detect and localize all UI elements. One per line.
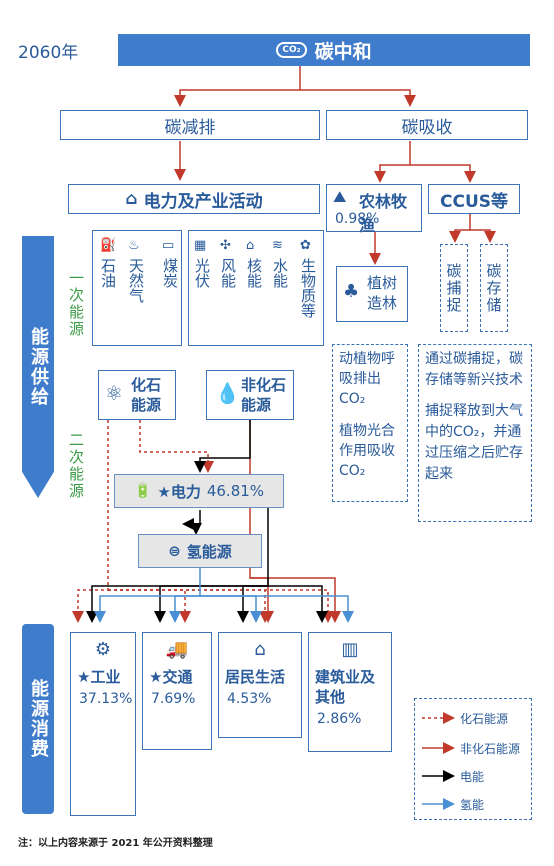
agriculture-desc-box: 动植物呼吸排出CO₂ 植物光合作用吸收CO₂ bbox=[332, 344, 408, 502]
title-text: 碳中和 bbox=[314, 40, 372, 63]
consumer-name: ★交通 bbox=[149, 668, 193, 686]
battery-icon: 🔋 bbox=[133, 483, 152, 499]
consumer-box: 🚚 ★交通 7.69% bbox=[142, 632, 212, 750]
legend-electric: 电能 bbox=[460, 770, 485, 784]
house-icon: ⌂ bbox=[254, 639, 266, 660]
water-icon: ≋ bbox=[272, 238, 283, 253]
power-industry-label: 电力及产业活动 bbox=[143, 191, 263, 212]
consumer-box: ⌂ 居民生活 4.53% bbox=[218, 632, 302, 738]
legend-hydrogen: 氢能 bbox=[460, 798, 485, 812]
atom-icon: ⚛ bbox=[105, 381, 123, 405]
nonfossil-energy-label: 非化石能源 bbox=[241, 376, 287, 414]
electric-pct: 46.81% bbox=[206, 482, 265, 500]
gas-icon: ♨ bbox=[128, 238, 140, 253]
agriculture-title: 农林牧渔 bbox=[359, 192, 408, 235]
agriculture-desc-1: 动植物呼吸排出CO₂ bbox=[339, 351, 395, 407]
coal-icon: ▭ bbox=[162, 238, 175, 253]
fossil-energy-box: ⚛ 化石能源 bbox=[98, 370, 176, 420]
farm-icon: ⛰ bbox=[333, 187, 347, 206]
primary-energy-item: 煤炭 bbox=[161, 258, 179, 288]
agriculture-desc-2: 植物光合作用吸收CO₂ bbox=[339, 423, 395, 479]
electric-box: 🔋 ★电力 46.81% bbox=[114, 474, 284, 508]
truck-icon: 🚚 bbox=[165, 639, 189, 660]
energy-consumption-sidebar: 能源消费 bbox=[22, 624, 54, 814]
ccus-desc-2: 捕捉释放到大气中的CO₂，并通过压缩之后贮存起来 bbox=[425, 403, 523, 482]
electric-label: ★电力 bbox=[157, 482, 201, 501]
consumer-pct: 4.53% bbox=[227, 691, 272, 707]
primary-energy-item: 水能 bbox=[271, 258, 289, 288]
solar-icon: ▦ bbox=[194, 238, 207, 253]
fossil-primary-group bbox=[92, 230, 182, 346]
consumer-box: ⚙ ★工业 37.13% bbox=[70, 632, 136, 816]
fossil-energy-label: 化石能源 bbox=[131, 376, 162, 414]
nuclear-icon: ⌂ bbox=[246, 238, 255, 253]
energy-supply-sidebar: 能源供给 bbox=[22, 236, 54, 498]
hydrogen-label: 氢能源 bbox=[186, 542, 232, 561]
nonfossil-energy-box: 💧 非化石能源 bbox=[206, 370, 294, 420]
water-drop-icon: 💧 bbox=[215, 381, 240, 405]
consumer-name: 居民生活 bbox=[225, 668, 286, 686]
legend-nonfossil: 非化石能源 bbox=[460, 742, 521, 756]
primary-energy-item: 核能 bbox=[245, 258, 263, 288]
consumer-pct: 2.86% bbox=[317, 711, 362, 727]
wind-icon: ✣ bbox=[220, 238, 231, 253]
ccus-desc-box: 通过碳捕捉，碳存储等新兴技术 捕捉释放到大气中的CO₂，并通过压缩之后贮存起来 bbox=[418, 344, 532, 522]
nonfossil-primary-group bbox=[188, 230, 324, 346]
gear-icon: ⚙ bbox=[94, 639, 112, 660]
biomass-icon: ✿ bbox=[300, 238, 311, 253]
building-icon: ▥ bbox=[341, 639, 359, 660]
oil-icon: ⛽ bbox=[100, 238, 117, 253]
consumer-pct: 7.69% bbox=[151, 691, 196, 707]
afforestation-label: 植树造林 bbox=[367, 274, 398, 312]
ccus-desc-1: 通过碳捕捉，碳存储等新兴技术 bbox=[425, 351, 523, 388]
co2-cloud-icon: CO₂ bbox=[276, 42, 307, 58]
legend-box bbox=[414, 698, 532, 820]
primary-energy-item: 光伏 bbox=[193, 258, 211, 288]
consumer-name: 建筑业及其他 bbox=[315, 668, 376, 706]
factory-icon: ⌂ bbox=[125, 189, 138, 209]
carbon-absorption-box: 碳吸收 bbox=[326, 110, 528, 140]
agriculture-pct: 0.98% bbox=[335, 211, 380, 227]
carbon-reduction-box: 碳减排 bbox=[60, 110, 320, 140]
primary-energy-item: 天然气 bbox=[127, 258, 145, 303]
consumer-name: ★工业 bbox=[77, 668, 121, 686]
agriculture-box: ⛰ 农林牧渔 0.98% bbox=[326, 184, 422, 235]
secondary-energy-label: 二次能源 bbox=[67, 432, 85, 500]
consumer-box: ▥ 建筑业及其他 2.86% bbox=[308, 632, 392, 752]
primary-energy-label: 一次能源 bbox=[67, 270, 85, 338]
primary-energy-item: 石油 bbox=[99, 258, 117, 288]
consumer-pct: 37.13% bbox=[79, 691, 133, 707]
source-note: 注：以上内容来源于 2021 年公开资料整理 bbox=[18, 838, 213, 849]
hydrogen-icon: ⊜ bbox=[168, 542, 181, 560]
ccus-box: CCUS等 bbox=[428, 184, 520, 214]
hydrogen-box: ⊜ 氢能源 bbox=[138, 534, 262, 568]
year-label: 2060年 bbox=[18, 43, 79, 63]
carbon-capture-box: 碳捕捉 bbox=[440, 244, 468, 332]
power-industry-box: ⌂ 电力及产业活动 bbox=[68, 184, 320, 214]
legend-fossil: 化石能源 bbox=[460, 712, 509, 726]
afforestation-box: ♣ 植树造林 bbox=[336, 266, 408, 322]
carbon-neutral-title: CO₂ 碳中和 bbox=[118, 34, 530, 66]
carbon-storage-box: 碳存储 bbox=[480, 244, 508, 332]
tree-icon: ♣ bbox=[343, 281, 360, 302]
primary-energy-item: 风能 bbox=[219, 258, 237, 288]
primary-energy-item: 生物质等 bbox=[299, 258, 317, 318]
